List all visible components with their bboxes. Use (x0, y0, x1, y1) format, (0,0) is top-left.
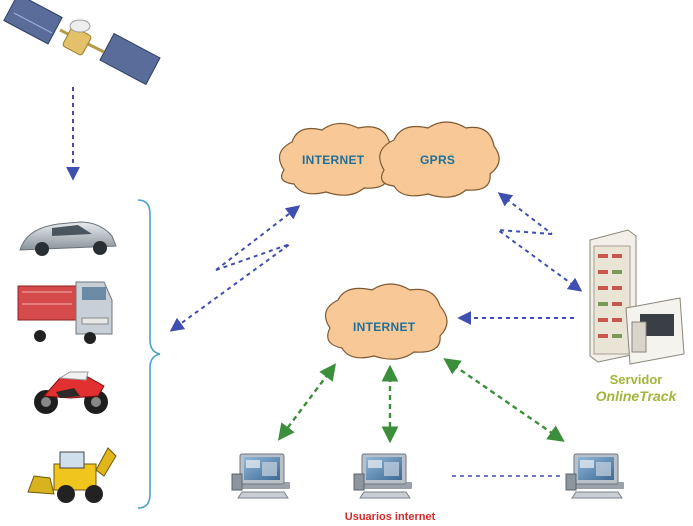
backhoe-icon (27, 447, 117, 503)
server-caption-line2: OnlineTrack (595, 388, 677, 404)
motorcycle-icon (34, 371, 108, 414)
satellite-icon (3, 0, 161, 86)
vehicles-link-zigzag (169, 243, 291, 332)
vehicles-to-cloud-arrow (215, 205, 301, 271)
cloud-gprs (379, 121, 500, 198)
vehicle-group-brace (137, 199, 161, 509)
server-icon (589, 229, 685, 365)
gprs-to-server-arrow (497, 192, 553, 235)
truck-icon (17, 281, 113, 344)
server-caption-line1: Servidor (609, 372, 663, 387)
internet-to-left-user-arrow (277, 363, 337, 441)
cloud-internet-mid-label: INTERNET (353, 320, 416, 334)
computer-icon (565, 453, 625, 499)
cloud-internet-mid (324, 283, 448, 360)
gprs-server-zigzag (494, 228, 583, 292)
users-caption: Usuarios internet (344, 511, 436, 523)
computer-icon (353, 453, 413, 499)
server-caption: Servidor OnlineTrack (580, 371, 692, 405)
computer-icon (231, 453, 291, 499)
cloud-gprs-label: GPRS (420, 153, 456, 167)
car-icon (19, 221, 117, 256)
internet-to-right-user-arrow (443, 358, 565, 442)
cloud-internet-top-label: INTERNET (302, 153, 365, 167)
